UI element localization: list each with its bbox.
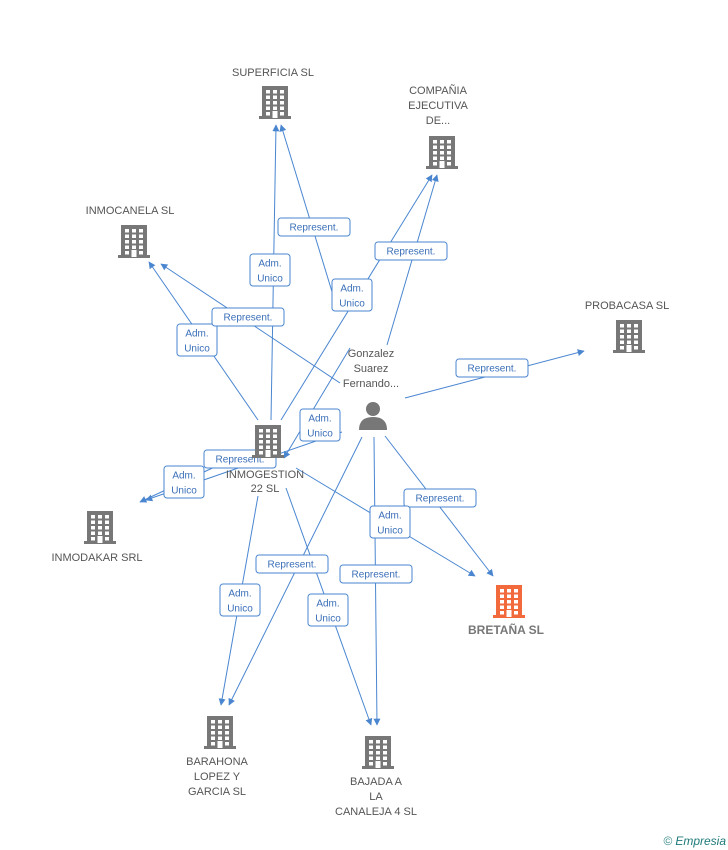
edge-label-text: Unico (307, 429, 333, 440)
edge-label-text: Adm. (316, 599, 339, 610)
edge-label-text: Unico (171, 486, 197, 497)
edge-label-text: Represent. (216, 455, 265, 466)
edge-labels-layer: Adm.UnicoRepresent.Adm.UnicoRepresent.Ad… (163, 217, 529, 627)
node-gonzalez[interactable]: GonzalezSuarezFernando... (343, 348, 399, 430)
edge-label-inmogestion-to-bajada[interactable]: Adm. Unico (307, 593, 349, 627)
building-icon (252, 425, 284, 458)
node-label: 22 SL (251, 483, 280, 495)
node-label: Gonzalez (348, 348, 394, 360)
nodes-layer: SUPERFICIA SL COMPAÑIA EJECUTIVA DE... INMOC… (51, 67, 669, 818)
node-label: COMPAÑIA (409, 84, 468, 97)
node-label: PROBACASA SL (585, 300, 669, 312)
node-inmodakar[interactable]: INMODAKAR SRL (51, 511, 143, 564)
person-icon (359, 402, 387, 430)
edge-label-inmogestion-to-superficia[interactable]: Adm. Unico (249, 253, 291, 287)
building-icon (613, 320, 645, 353)
building-icon (259, 86, 291, 119)
edge-label-inmogestion-to-bretana[interactable]: Adm. Unico (369, 505, 411, 539)
node-bretana[interactable]: BRETAÑA SL (468, 585, 544, 637)
building-icon (84, 511, 116, 544)
node-label: EJECUTIVA (408, 100, 468, 112)
node-label: Fernando... (343, 378, 399, 390)
edge-label-text: Represent. (352, 570, 401, 581)
edge-label-text: Represent. (290, 223, 339, 234)
edge-label-text: Represent. (387, 247, 436, 258)
edge-label-text: Adm. (172, 471, 195, 482)
edge-gonzalez-to-superficia (279, 124, 338, 309)
edge-label-text: Adm. (378, 511, 401, 522)
node-label: SUPERFICIA SL (232, 67, 314, 79)
edge-label-inmogestion-to-barahona[interactable]: Adm. Unico (219, 583, 261, 617)
building-icon (204, 716, 236, 749)
edge-label-text: Adm. (258, 259, 281, 270)
edge-label-text: Unico (339, 299, 365, 310)
edge-label-inmogestion-to-inmocanela[interactable]: Adm. Unico (176, 323, 218, 357)
edge-label-gonzalez-to-bajada[interactable]: Represent. (339, 564, 413, 584)
edge-label-text: Represent. (416, 494, 465, 505)
node-bajada[interactable]: BAJADA A LA CANALEJA 4 SL (335, 736, 417, 818)
edge-label-text: Adm. (185, 329, 208, 340)
brand-logo: Empresia (675, 834, 726, 848)
node-label: Suarez (354, 363, 389, 375)
edge-gonzalez-to-inmogestion (283, 347, 351, 459)
edge-label-gonzalez-to-superficia[interactable]: Represent. (277, 217, 351, 237)
node-label: BARAHONA (186, 756, 248, 768)
edge-label-gonzalez-to-bretana[interactable]: Represent. (403, 488, 477, 508)
edge-label-gonzalez-to-inmocanela[interactable]: Represent. (211, 307, 285, 327)
building-icon (118, 225, 150, 258)
edge-label-inmogestion-to-compania[interactable]: Adm. Unico (331, 278, 373, 312)
node-label: INMODAKAR SRL (51, 552, 142, 564)
edge-label-gonzalez-to-inmogestion[interactable]: Adm. Unico (299, 408, 341, 442)
node-compania[interactable]: COMPAÑIA EJECUTIVA DE... (408, 84, 469, 169)
node-label: LA (369, 791, 383, 803)
edge-label-text: Represent. (468, 364, 517, 375)
node-barahona[interactable]: BARAHONA LOPEZ Y GARCIA SL (186, 716, 249, 798)
edge-label-text: Unico (257, 274, 283, 285)
building-icon (362, 736, 394, 769)
node-label: BRETAÑA SL (468, 622, 544, 637)
node-label: GARCIA SL (188, 786, 246, 798)
copyright-symbol: © (663, 834, 673, 848)
edge-label-text: Represent. (268, 560, 317, 571)
node-inmocanela[interactable]: INMOCANELA SL (86, 205, 175, 258)
node-label: DE... (426, 115, 450, 127)
building-icon (426, 136, 458, 169)
edge-label-text: Unico (377, 526, 403, 537)
edge-label-gonzalez-to-probacasa[interactable]: Represent. (455, 358, 529, 378)
edge-label-gonzalez-to-compania[interactable]: Represent. (374, 241, 448, 261)
building-icon (493, 585, 525, 618)
edge-label-text: Unico (227, 604, 253, 615)
node-superficia[interactable]: SUPERFICIA SL (232, 67, 314, 119)
footer-brand: ©Empresia (663, 834, 726, 848)
edge-label-text: Represent. (224, 313, 273, 324)
node-label: LOPEZ Y (194, 771, 241, 783)
edge-label-text: Unico (184, 344, 210, 355)
node-inmogestion[interactable]: INMOGESTION 22 SL (226, 425, 304, 495)
edge-label-inmogestion-to-inmodakar[interactable]: Adm. Unico (163, 465, 205, 499)
node-label: INMOGESTION (226, 469, 304, 481)
edge-label-text: Adm. (340, 284, 363, 295)
edge-label-gonzalez-to-barahona[interactable]: Represent. (255, 554, 329, 574)
edge-label-text: Adm. (228, 589, 251, 600)
node-label: INMOCANELA SL (86, 205, 175, 217)
node-probacasa[interactable]: PROBACASA SL (585, 300, 669, 353)
node-label: BAJADA A (350, 776, 403, 788)
edge-label-text: Adm. (308, 414, 331, 425)
node-label: CANALEJA 4 SL (335, 806, 417, 818)
edge-label-text: Unico (315, 614, 341, 625)
